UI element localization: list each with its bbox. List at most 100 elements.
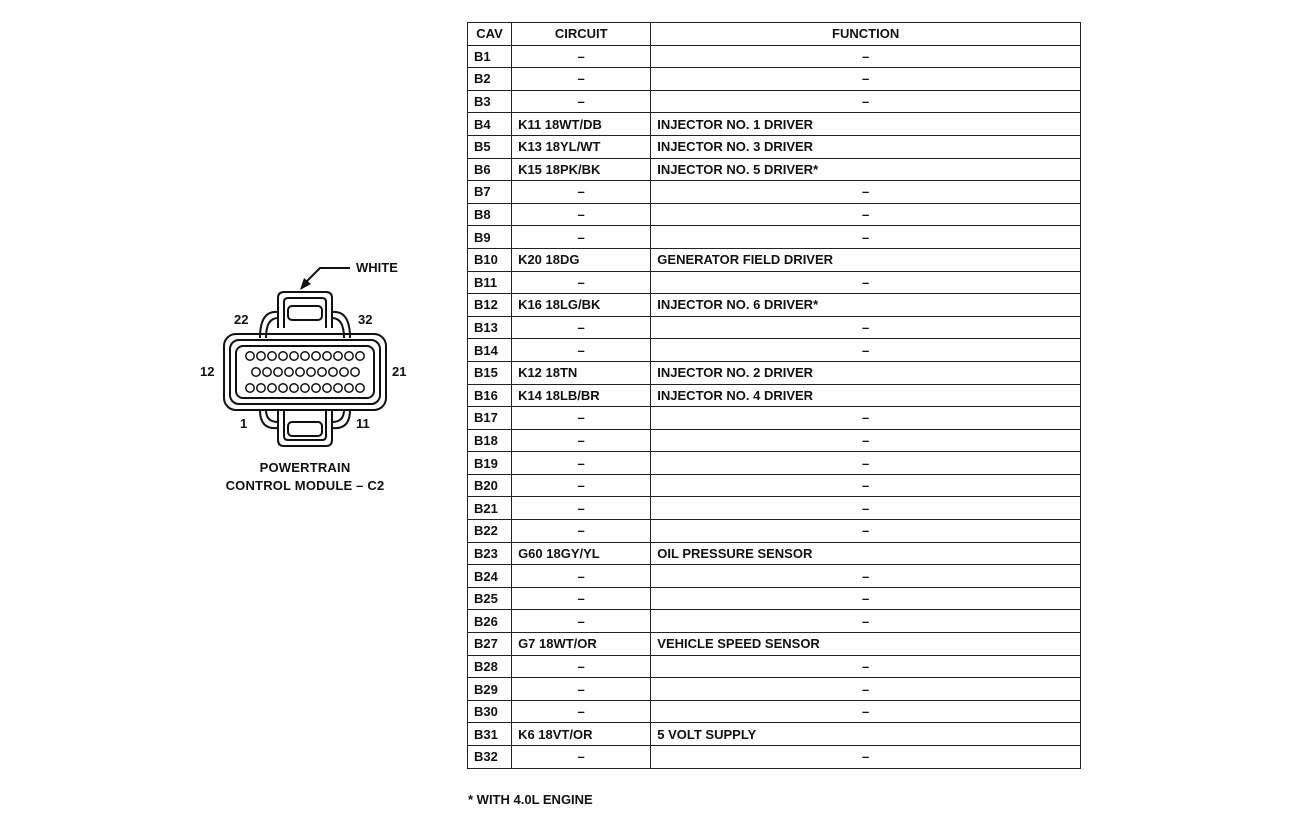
cell-cav: B27 [466,632,513,656]
cell-cav: B1 [466,44,513,69]
cell-circuit: K14 18LB/BR [511,383,652,408]
table-row: B28–– [466,654,1081,679]
cell-cav: B19 [466,451,513,475]
pin-hole [267,383,277,393]
pin-hole [262,367,272,377]
pin-hole [256,383,266,393]
pin-hole [289,351,299,361]
table-header-row: CAV CIRCUIT FUNCTION [466,22,1081,46]
cell-circuit: – [511,609,652,634]
connector-title-line1: POWERTRAIN [259,460,351,475]
pin-hole [300,383,310,393]
cell-cav: B22 [466,519,513,543]
cell-function: – [650,428,1081,453]
pin-hole [289,383,299,393]
cell-cav: B7 [466,180,513,204]
cell-circuit: – [511,428,652,453]
table-row: B17–– [466,406,1081,430]
cell-function: – [650,451,1081,475]
header-circuit: CIRCUIT [511,22,652,46]
cell-cav: B24 [466,564,513,588]
pin-label-12: 12 [200,364,215,379]
table-row: B22–– [466,519,1081,543]
cell-function: GENERATOR FIELD DRIVER [650,247,1081,272]
table-row: B2–– [466,67,1081,91]
footnote: * WITH 4.0L ENGINE [468,792,593,807]
cell-cav: B15 [466,360,513,385]
cell-function: INJECTOR NO. 1 DRIVER [650,112,1081,136]
pin-label-22: 22 [234,312,249,327]
cell-function: – [650,699,1081,724]
cell-cav: B21 [466,496,513,521]
header-function: FUNCTION [650,22,1081,46]
cell-function: – [650,225,1081,249]
table-row: B21–– [466,496,1081,521]
connector-title-line2: CONTROL MODULE – C2 [225,478,385,493]
cell-cav: B23 [466,541,513,566]
cell-cav: B10 [466,247,513,272]
cell-function: OIL PRESSURE SENSOR [650,541,1081,566]
cell-circuit: – [511,67,652,91]
pin-label-1: 1 [240,416,248,431]
cell-cav: B17 [466,406,513,430]
cell-circuit: – [511,473,652,498]
cell-cav: B12 [466,293,513,317]
table-row: B20–– [466,473,1081,498]
cell-cav: B20 [466,473,513,498]
cell-cav: B30 [466,699,513,724]
cell-circuit: – [511,564,652,588]
pin-hole [306,367,316,377]
cell-circuit: – [511,519,652,543]
cell-cav: B28 [466,654,513,679]
cell-circuit: – [511,180,652,204]
table-row: B29–– [466,677,1081,701]
pin-hole [256,351,266,361]
cell-function: INJECTOR NO. 3 DRIVER [650,134,1081,159]
pin-hole [355,383,365,393]
cell-function: – [650,180,1081,204]
pin-hole [322,383,332,393]
cell-cav: B8 [466,202,513,227]
cell-circuit: K6 18VT/OR [511,722,652,746]
pin-hole [295,367,305,377]
cell-circuit: – [511,699,652,724]
cell-circuit: – [511,315,652,340]
pin-hole [350,367,360,377]
table-row: B25–– [466,586,1081,611]
pin-hole [355,351,365,361]
cell-cav: B26 [466,609,513,634]
table-row: B24–– [466,564,1081,588]
cell-circuit: – [511,406,652,430]
cell-function: INJECTOR NO. 4 DRIVER [650,383,1081,408]
pin-hole [322,351,332,361]
cell-circuit: – [511,677,652,701]
cell-cav: B3 [466,89,513,114]
connector-diagram: WHITE 22 32 12 21 1 11 POWERTRAIN CONTRO… [190,250,430,500]
pin-label-11: 11 [356,416,370,431]
cell-function: VEHICLE SPEED SENSOR [650,632,1081,656]
cell-circuit: – [511,496,652,521]
cell-circuit: G7 18WT/OR [511,632,652,656]
connector-drawing [223,267,387,447]
cell-function: – [650,315,1081,340]
pin-hole [317,367,327,377]
cell-function: – [650,89,1081,114]
cell-circuit: K12 18TN [511,360,652,385]
cell-circuit: – [511,202,652,227]
table-row: B19–– [466,451,1081,475]
cell-cav: B6 [466,157,513,182]
pin-hole [278,383,288,393]
table-row: B18–– [466,428,1081,453]
table-row: B26–– [466,609,1081,634]
pin-hole [278,351,288,361]
table-row: B3–– [466,89,1081,114]
cell-circuit: K13 18YL/WT [511,134,652,159]
cell-function: – [650,609,1081,634]
cell-circuit: K11 18WT/DB [511,112,652,136]
